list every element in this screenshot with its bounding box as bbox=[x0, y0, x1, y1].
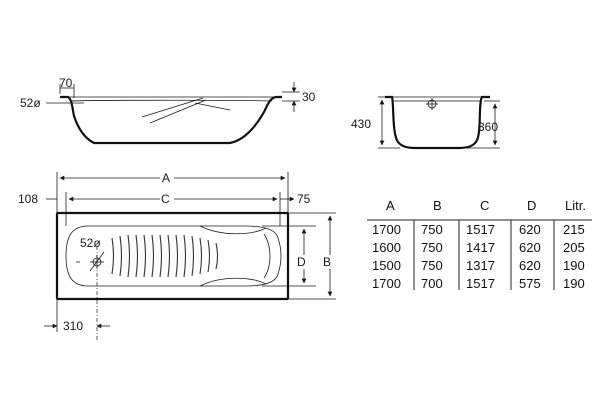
table-cell: 1700 bbox=[372, 222, 401, 237]
dim-310-label: 310 bbox=[63, 319, 83, 333]
table-cell: 575 bbox=[519, 276, 541, 291]
end-view-tub-outline bbox=[385, 95, 490, 150]
table-cell: 215 bbox=[563, 222, 585, 237]
table-row: 1700 700 1517 575 190 bbox=[372, 276, 585, 291]
dim-C-label-bg bbox=[160, 191, 174, 205]
table-cell: 1517 bbox=[466, 276, 495, 291]
headrest-curve-top bbox=[199, 225, 267, 235]
dim-360-label: 360 bbox=[478, 120, 498, 134]
table-cell: 700 bbox=[421, 276, 443, 291]
dim-C-label: C bbox=[161, 192, 170, 206]
dim-B-label-bg bbox=[322, 255, 336, 269]
table-cell: 620 bbox=[519, 222, 541, 237]
dim-70-label: 70 bbox=[59, 76, 73, 90]
table-cell: 1517 bbox=[466, 222, 495, 237]
dim-D-label: D bbox=[297, 255, 306, 269]
table-cell: 750 bbox=[421, 222, 443, 237]
table-cell: 190 bbox=[563, 276, 585, 291]
dimensions-table: A B C D Litr. 1700 750 1517 620 215 1600… bbox=[367, 198, 592, 291]
dim-A-label: A bbox=[162, 171, 170, 185]
side-view-backrest bbox=[141, 97, 231, 124]
top-view-outer-rim bbox=[55, 211, 290, 301]
top-view: 52ø A C 108 75 D B bbox=[18, 170, 336, 340]
dim-430-label: 430 bbox=[351, 117, 371, 131]
dim-75-label: 75 bbox=[297, 192, 311, 206]
table-cell: 750 bbox=[421, 258, 443, 273]
table-cell: 1500 bbox=[372, 258, 401, 273]
dim-30-label: 30 bbox=[302, 90, 316, 104]
headrest-curve-bottom bbox=[199, 277, 267, 287]
table-cell: 205 bbox=[563, 240, 585, 255]
table-header-litr: Litr. bbox=[565, 198, 586, 213]
dim-A-label-bg bbox=[160, 170, 174, 184]
top-view-inner-basin bbox=[65, 225, 282, 287]
dim-52-label: 52ø bbox=[20, 96, 41, 110]
table-header-D: D bbox=[527, 198, 536, 213]
side-view-tub-outline bbox=[60, 95, 282, 145]
side-view-rim-inner bbox=[69, 99, 273, 102]
dim-108-label: 108 bbox=[18, 192, 38, 206]
anti-slip-ribs bbox=[111, 234, 219, 278]
table-row: 1700 750 1517 620 215 bbox=[372, 222, 585, 237]
table-row: 1600 750 1417 620 205 bbox=[372, 240, 585, 255]
table-header-A: A bbox=[386, 198, 395, 213]
dim-B-label: B bbox=[323, 255, 331, 269]
end-view: 430 360 bbox=[351, 95, 500, 150]
table-cell: 1700 bbox=[372, 276, 401, 291]
side-view: 70 52ø 30 bbox=[20, 76, 316, 145]
table-cell: 1417 bbox=[466, 240, 495, 255]
table-header-B: B bbox=[433, 198, 442, 213]
table-cell: 1600 bbox=[372, 240, 401, 255]
table-cell: 190 bbox=[563, 258, 585, 273]
table-cell: 750 bbox=[421, 240, 443, 255]
table-cell: 620 bbox=[519, 258, 541, 273]
headrest-curve-end bbox=[263, 233, 271, 279]
table-cell: 620 bbox=[519, 240, 541, 255]
table-cell: 1317 bbox=[466, 258, 495, 273]
table-header-C: C bbox=[480, 198, 489, 213]
table-row: 1500 750 1317 620 190 bbox=[372, 258, 585, 273]
top-dim-52-label: 52ø bbox=[80, 236, 101, 250]
dim-D-label-bg bbox=[296, 255, 310, 269]
